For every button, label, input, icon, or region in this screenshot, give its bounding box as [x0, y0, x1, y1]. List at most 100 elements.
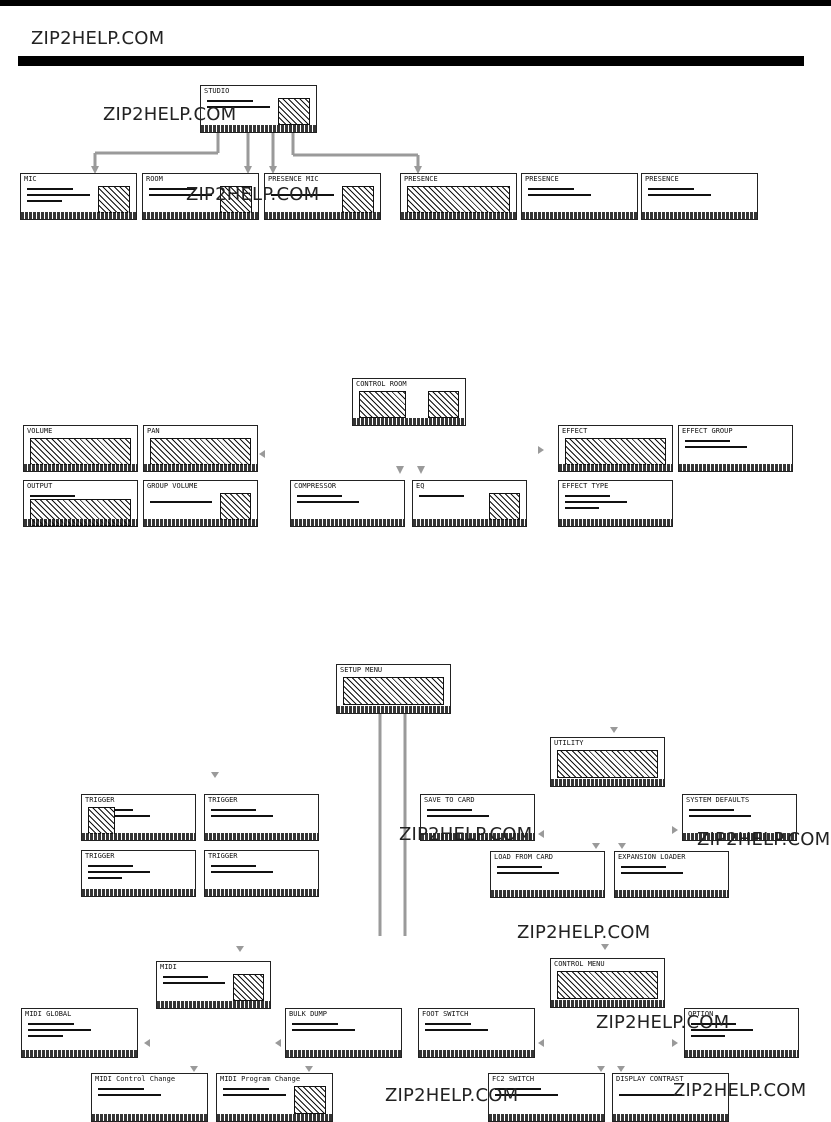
arrow-head: [597, 1066, 605, 1072]
arrow-head: [269, 166, 277, 174]
screen-title: SETUP MENU: [340, 666, 383, 674]
screen-title: SAVE TO CARD: [424, 796, 475, 804]
arrow-head: [538, 1039, 544, 1047]
screen-title: CONTROL MENU: [554, 960, 605, 968]
screen-title: EQ: [416, 482, 425, 490]
screen-title: LOAD FROM CARD: [494, 853, 554, 861]
screen-title: SYSTEM DEFAULTS: [686, 796, 750, 804]
screen-setup-menu: SETUP MENU: [336, 664, 451, 714]
arrow-head: [538, 830, 544, 838]
screen-title: EFFECT TYPE: [562, 482, 609, 490]
screen-title: TRIGGER: [208, 796, 238, 804]
screen-expansion-loader: EXPANSION LOADER: [614, 851, 729, 898]
screen-bulk-dump: BULK DUMP: [285, 1008, 402, 1058]
screen-effect-type: EFFECT TYPE: [558, 480, 673, 527]
screen-title: EFFECT: [562, 427, 588, 435]
screen-title: TRIGGER: [85, 852, 115, 860]
screen-load-from-card: LOAD FROM CARD: [490, 851, 605, 898]
watermark: ZIP2HELP.COM: [385, 1085, 519, 1106]
watermark: ZIP2HELP.COM: [517, 922, 651, 943]
screen-title: ROOM: [146, 175, 163, 183]
arrow-head: [244, 166, 252, 174]
screen-title: PAN: [147, 427, 160, 435]
screen-control-menu: CONTROL MENU: [550, 958, 665, 1008]
screen-title: FOOT SWITCH: [422, 1010, 469, 1018]
screen-compressor: COMPRESSOR: [290, 480, 405, 527]
screen-midi-control-change: MIDI Control Change: [91, 1073, 208, 1122]
screen-volume: VOLUME: [23, 425, 138, 472]
screen-title: FC2 SWITCH: [492, 1075, 535, 1083]
screen-title: DISPLAY CONTRAST: [616, 1075, 684, 1083]
screen-trigger-4: TRIGGER: [204, 850, 319, 897]
screen-control-room: CONTROL ROOM: [352, 378, 466, 426]
arrow-head: [618, 843, 626, 849]
screen-trigger-1: TRIGGER: [81, 794, 196, 841]
screen-title: UTILITY: [554, 739, 584, 747]
screen-trigger-2: TRIGGER: [204, 794, 319, 841]
brand-header: ZIP2HELP.COM: [31, 28, 165, 49]
screen-title: MIC: [24, 175, 37, 183]
screen-effect-group: EFFECT GROUP: [678, 425, 793, 472]
screen-system-defaults: SYSTEM DEFAULTS: [682, 794, 797, 841]
arrow-head: [538, 446, 544, 454]
screen-mic: MIC: [20, 173, 137, 220]
screen-title: MIDI Control Change: [95, 1075, 176, 1083]
screen-title: VOLUME: [27, 427, 53, 435]
arrow-head: [236, 946, 244, 952]
screen-title: TRIGGER: [85, 796, 115, 804]
screen-output: OUTPUT: [23, 480, 138, 527]
arrow-head: [190, 1066, 198, 1072]
arrow-head: [617, 1066, 625, 1072]
screen-studio: STUDIO: [200, 85, 317, 133]
watermark: ZIP2HELP.COM: [399, 824, 533, 845]
screen-title: PRESENCE MIC: [268, 175, 319, 183]
arrow-head: [414, 166, 422, 174]
screen-midi-program-change: MIDI Program Change: [216, 1073, 333, 1122]
watermark: ZIP2HELP.COM: [673, 1080, 807, 1101]
screen-presence-level: PRESENCE: [400, 173, 517, 220]
watermark: ZIP2HELP.COM: [697, 829, 831, 850]
screen-trigger-3: TRIGGER: [81, 850, 196, 897]
arrow-head: [396, 466, 404, 474]
screen-title: COMPRESSOR: [294, 482, 337, 490]
screen-pan: PAN: [143, 425, 258, 472]
screen-title: MIDI: [160, 963, 177, 971]
arrow-head: [592, 843, 600, 849]
screen-presence-output: PRESENCE: [641, 173, 758, 220]
arrow-head: [417, 466, 425, 474]
top-border: [0, 0, 831, 6]
screen-group-volume: GROUP VOLUME: [143, 480, 258, 527]
screen-eq: EQ: [412, 480, 527, 527]
screen-title: PRESENCE: [404, 175, 438, 183]
screen-option: OPTION: [684, 1008, 799, 1058]
screen-title: CONTROL ROOM: [356, 380, 407, 388]
screen-title: OUTPUT: [27, 482, 53, 490]
arrow-head: [672, 826, 678, 834]
arrow-head: [305, 1066, 313, 1072]
screen-title: PRESENCE: [645, 175, 679, 183]
arrow-head: [144, 1039, 150, 1047]
screen-title: MIDI Program Change: [220, 1075, 301, 1083]
screen-title: BULK DUMP: [289, 1010, 327, 1018]
screen-title: MIDI GLOBAL: [25, 1010, 72, 1018]
screen-utility: UTILITY: [550, 737, 665, 787]
screen-foot-switch: FOOT SWITCH: [418, 1008, 535, 1058]
arrow-head: [275, 1039, 281, 1047]
section-bar: [18, 56, 804, 66]
watermark: ZIP2HELP.COM: [186, 184, 320, 205]
screen-midi-global: MIDI GLOBAL: [21, 1008, 138, 1058]
arrow-head: [211, 772, 219, 778]
arrow-head: [610, 727, 618, 733]
screen-title: EXPANSION LOADER: [618, 853, 686, 861]
screen-effect: EFFECT: [558, 425, 673, 472]
watermark: ZIP2HELP.COM: [103, 104, 237, 125]
screen-room: ROOM: [142, 173, 259, 220]
watermark: ZIP2HELP.COM: [596, 1012, 730, 1033]
screen-presence-mic: PRESENCE MIC: [264, 173, 381, 220]
arrow-head: [259, 450, 265, 458]
screen-title: TRIGGER: [208, 852, 238, 860]
screen-fc-switch: FC2 SWITCH: [488, 1073, 605, 1122]
arrow-head: [672, 1039, 678, 1047]
arrow-head: [601, 944, 609, 950]
arrow-head: [91, 166, 99, 174]
